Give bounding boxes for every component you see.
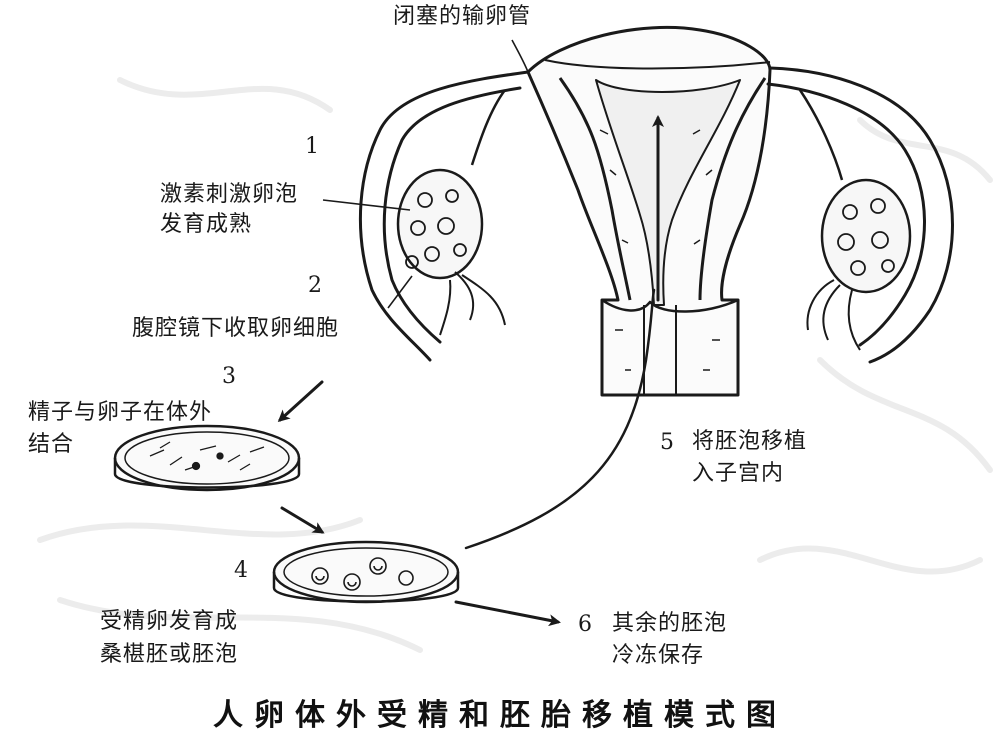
sperm-and-eggs — [149, 441, 265, 471]
left-ovary — [396, 89, 507, 336]
uterine-cavity — [595, 79, 741, 306]
label-step3-line1: 精子与卵子在体外 — [28, 400, 213, 425]
uterus — [526, 25, 772, 397]
label-step4-line2: 桑椹胚或胚泡 — [100, 642, 239, 667]
cervix-canal — [643, 305, 677, 395]
arrow-to-freezing — [454, 600, 561, 627]
step-number-4: 4 — [234, 558, 248, 583]
label-step5-line1: 将胚泡移植 — [692, 429, 808, 454]
label-step3-line2: 结合 — [28, 432, 75, 457]
step-number-1: 1 — [305, 134, 319, 159]
step-number-2: 2 — [308, 273, 322, 298]
step-number-3: 3 — [222, 364, 236, 389]
label-step5-line2: 入子宫内 — [692, 461, 785, 486]
cervix-ring — [601, 298, 739, 313]
left-ovary-follicles — [405, 189, 467, 269]
label-step6-line1: 其余的胚泡 — [612, 611, 728, 636]
background-watermark — [37, 77, 993, 653]
embryos — [311, 557, 414, 591]
label-step1-line2: 发育成熟 — [160, 212, 253, 237]
arrows — [277, 115, 664, 627]
left-fallopian-tube — [358, 70, 530, 362]
petri-dish-embryos — [272, 540, 460, 604]
uterus-top-band — [544, 59, 771, 70]
label-blocked-tube: 闭塞的输卵管 — [393, 4, 532, 29]
right-ovary — [798, 89, 912, 351]
arrow-transfer-to-uterus — [464, 288, 656, 550]
pointer-lines — [322, 39, 529, 309]
step-number-6: 6 — [578, 612, 592, 637]
arrow-to-dish-3 — [277, 380, 324, 423]
pointer-laparoscope — [387, 275, 413, 309]
uterus-texture — [599, 129, 720, 371]
step-number-5: 5 — [660, 430, 674, 455]
uterus-inner-wall-right — [698, 77, 767, 301]
label-step2: 腹腔镜下收取卵细胞 — [132, 316, 340, 341]
arrow-to-dish-4 — [280, 506, 325, 534]
petri-dish-fertilization — [113, 424, 301, 492]
label-step6-line2: 冷冻保存 — [612, 643, 705, 668]
diagram-title: 人卵体外受精和胚胎移植模式图 — [213, 698, 787, 733]
pointer-ovary — [322, 199, 411, 211]
right-fimbriae — [806, 279, 861, 351]
uterus-inner-wall-left — [558, 77, 632, 301]
pointer-tube — [511, 39, 529, 73]
right-ovary-follicles — [837, 198, 895, 276]
label-step1-line1: 激素刺激卵泡 — [160, 182, 299, 207]
right-fallopian-tube — [766, 66, 954, 364]
label-step4-line1: 受精卵发育成 — [100, 609, 239, 634]
left-fimbriae — [439, 271, 506, 336]
